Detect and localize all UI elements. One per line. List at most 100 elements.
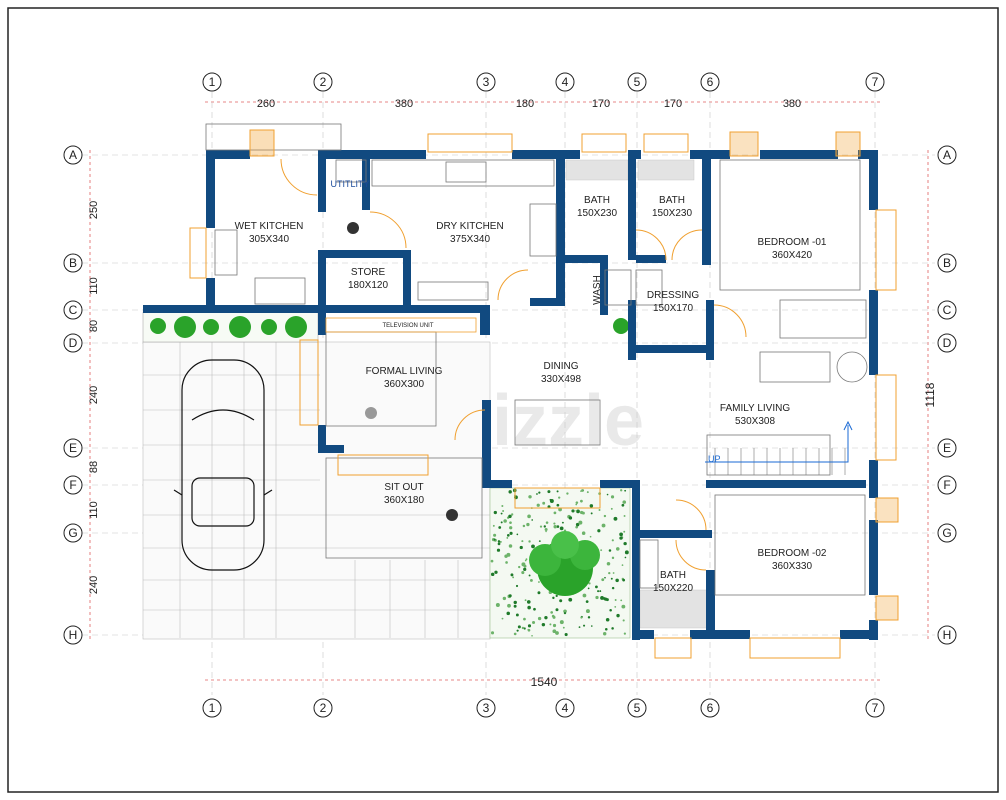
room-bath2-size: 150X230 (652, 208, 692, 219)
room-sit-out-name: SIT OUT (384, 482, 423, 493)
svg-text:B: B (943, 256, 951, 270)
grid-row-left-C: C (63, 300, 83, 320)
svg-text:C: C (69, 303, 78, 317)
furniture (205, 123, 868, 596)
tv-unit-label: TELEVISION UNIT (382, 323, 433, 329)
courtyard-garden (489, 487, 631, 639)
room-family-living-name: FAMILY LIVING (720, 403, 790, 414)
grid-row-left-B: B (63, 253, 83, 273)
grid-row-right-A: A (937, 145, 957, 165)
grid-row-right-G: G (937, 523, 957, 543)
room-bath3-name: BATH (660, 570, 686, 581)
room-dining-size: 330X498 (541, 374, 581, 385)
planter-strip (142, 311, 629, 343)
dim-250: 250 (88, 201, 100, 219)
grid-col-top-2: 2 (313, 72, 333, 92)
room-sit-out-size: 360X180 (384, 495, 424, 506)
overall-depth: 1118 (923, 382, 937, 407)
grid-col-bottom-7: 7 (865, 698, 885, 718)
room-formal-living-name: FORMAL LIVING (366, 366, 443, 377)
room-bath1-size: 150X230 (577, 208, 617, 219)
svg-text:F: F (69, 478, 76, 492)
room-labels: WET KITCHEN 305X340 UTITLITY DRY KITCHEN… (235, 179, 827, 594)
staircase (705, 420, 853, 475)
bath-tiles (565, 159, 709, 629)
svg-text:6: 6 (707, 701, 714, 715)
room-formal-living-size: 360X300 (384, 379, 424, 390)
dim-380b: 380 (783, 98, 801, 110)
grid-col-top-7: 7 (865, 72, 885, 92)
grid-col-top-1: 1 (202, 72, 222, 92)
grid-row-right-D: D (937, 333, 957, 353)
svg-text:C: C (943, 303, 952, 317)
grid-row-left-D: D (63, 333, 83, 353)
dim-80: 80 (88, 320, 100, 332)
svg-text:4: 4 (562, 701, 569, 715)
dim-110b: 110 (88, 501, 100, 519)
room-family-living-size: 530X308 (735, 416, 775, 427)
room-dry-kitchen-name: DRY KITCHEN (436, 221, 503, 232)
room-bedroom1-name: BEDROOM -01 (758, 237, 827, 248)
grid-col-top-4: 4 (555, 72, 575, 92)
svg-text:4: 4 (562, 75, 569, 89)
svg-text:G: G (942, 526, 951, 540)
svg-text:7: 7 (872, 75, 879, 89)
svg-text:E: E (943, 441, 951, 455)
dimension-lines (89, 101, 929, 681)
room-bath1-name: BATH (584, 195, 610, 206)
svg-text:3: 3 (483, 75, 490, 89)
room-bath2-name: BATH (659, 195, 685, 206)
svg-text:5: 5 (634, 75, 641, 89)
svg-text:3: 3 (483, 701, 490, 715)
svg-text:2: 2 (320, 701, 327, 715)
grid-row-right-H: H (937, 625, 957, 645)
svg-text:6: 6 (707, 75, 714, 89)
grid-row-left-G: G (63, 523, 83, 543)
svg-text:5: 5 (634, 701, 641, 715)
dim-110: 110 (88, 277, 100, 295)
svg-text:A: A (69, 148, 77, 162)
svg-text:E: E (69, 441, 77, 455)
room-wet-kitchen-size: 305X340 (249, 234, 289, 245)
svg-text:H: H (943, 628, 952, 642)
room-dining-name: DINING (544, 361, 579, 372)
svg-text:A: A (943, 148, 951, 162)
room-dressing-name: DRESSING (647, 290, 699, 301)
room-utility-name: UTITLITY (330, 179, 369, 189)
person-icon (347, 222, 458, 521)
grid-row-left-E: E (63, 438, 83, 458)
grid-row-left-F: F (63, 475, 83, 495)
grid-col-bottom-2: 2 (313, 698, 333, 718)
left-dimension-labels: 250 110 80 240 88 110 240 (88, 201, 100, 594)
room-dressing-size: 150X170 (653, 303, 693, 314)
drawing-frame (7, 7, 999, 793)
grid-col-bottom-4: 4 (555, 698, 575, 718)
dim-240b: 240 (88, 576, 100, 594)
svg-text:G: G (68, 526, 77, 540)
grid-col-bottom-6: 6 (700, 698, 720, 718)
svg-text:D: D (943, 336, 952, 350)
grid-row-left-H: H (63, 625, 83, 645)
grid-col-bottom-1: 1 (202, 698, 222, 718)
dim-88: 88 (88, 461, 100, 473)
svg-text:2: 2 (320, 75, 327, 89)
dim-240: 240 (88, 386, 100, 404)
svg-text:1: 1 (209, 701, 216, 715)
car-porch-tiles (142, 341, 491, 640)
grid-row-right-C: C (937, 300, 957, 320)
grid-col-top-6: 6 (700, 72, 720, 92)
grid-col-bottom-5: 5 (627, 698, 647, 718)
room-wet-kitchen-name: WET KITCHEN (235, 221, 304, 232)
svg-text:7: 7 (872, 701, 879, 715)
grid-row-right-B: B (937, 253, 957, 273)
room-dry-kitchen-size: 375X340 (450, 234, 490, 245)
grid-col-bottom-3: 3 (476, 698, 496, 718)
grid-row-left-A: A (63, 145, 83, 165)
svg-text:D: D (69, 336, 78, 350)
top-dimension-labels: 260 380 180 170 170 380 (257, 98, 801, 110)
car-icon (173, 359, 273, 571)
doors (189, 129, 899, 659)
dim-380: 380 (395, 98, 413, 110)
room-wash-name: WASH (592, 275, 603, 305)
